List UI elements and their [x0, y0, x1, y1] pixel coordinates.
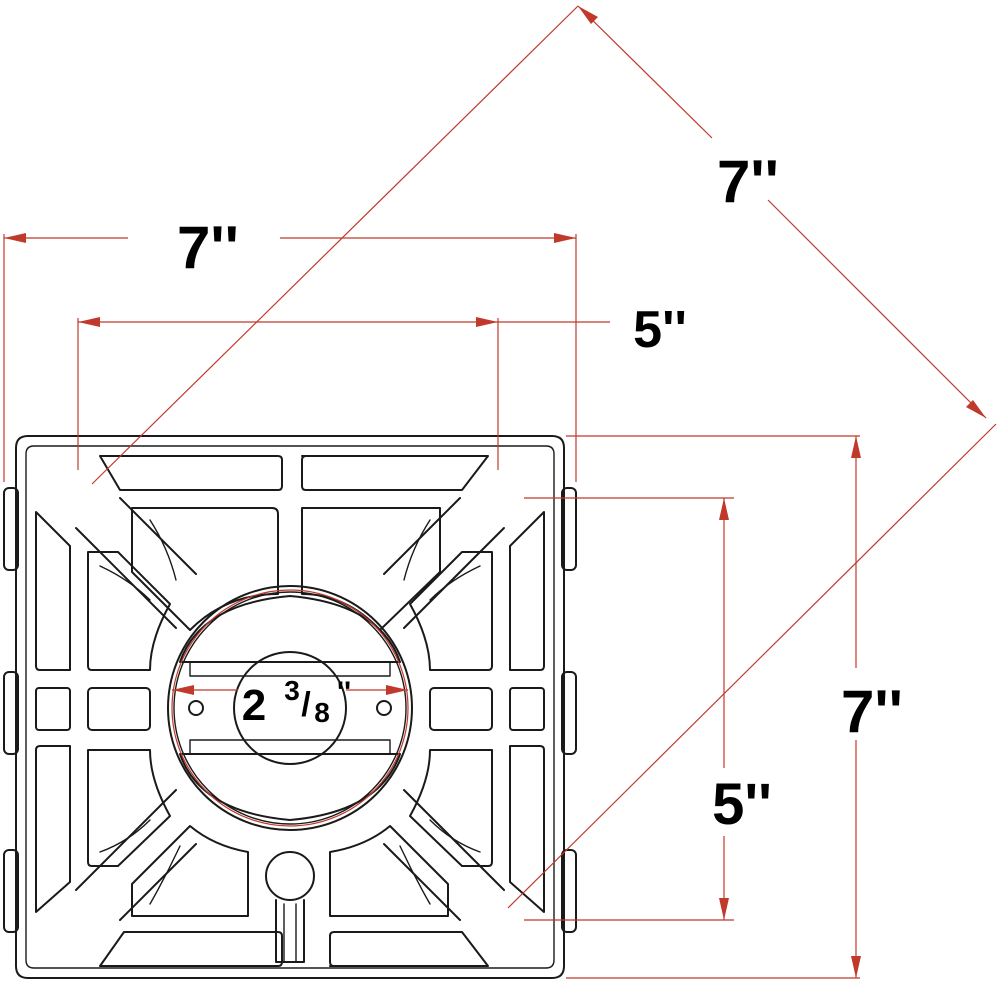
- bottom-boss: [265, 851, 315, 901]
- diagonal-ribs: [75, 497, 505, 921]
- dim-outer-height: 7'': [566, 435, 903, 979]
- plate-outline: [15, 435, 565, 979]
- dim-hole-width-label: 5'': [633, 301, 687, 359]
- corner-slots: [49, 473, 531, 945]
- dimensions: 7'' 5'' 7'' 7'': [3, 5, 997, 979]
- dim-center-diameter: 2 3 / 8 '': [171, 589, 409, 827]
- pockets: [87, 507, 493, 917]
- dim-diagonal: 7'': [91, 5, 997, 909]
- edge-slots: [35, 455, 545, 967]
- dim-center-diameter-slash: /: [301, 686, 311, 724]
- plate: [3, 435, 577, 979]
- plate-inner-edge: [25, 445, 555, 969]
- dim-diagonal-label: 7'': [717, 148, 779, 215]
- dim-hole-width: 5'': [77, 301, 687, 470]
- dim-center-diameter-numerator: 3: [284, 675, 300, 706]
- dim-outer-height-label: 7'': [841, 678, 903, 745]
- dim-center-diameter-denominator: 8: [314, 697, 330, 728]
- dim-hole-height: 5'': [524, 497, 772, 921]
- side-tabs: [3, 487, 577, 933]
- dim-center-diameter-whole: 2: [242, 681, 266, 730]
- dim-hole-height-label: 5'': [712, 772, 772, 837]
- dim-outer-width-label: 7'': [177, 214, 239, 281]
- dim-outer-width: 7'': [3, 214, 577, 482]
- center-hub: [167, 585, 413, 963]
- dim-center-diameter-unit: '': [337, 676, 351, 709]
